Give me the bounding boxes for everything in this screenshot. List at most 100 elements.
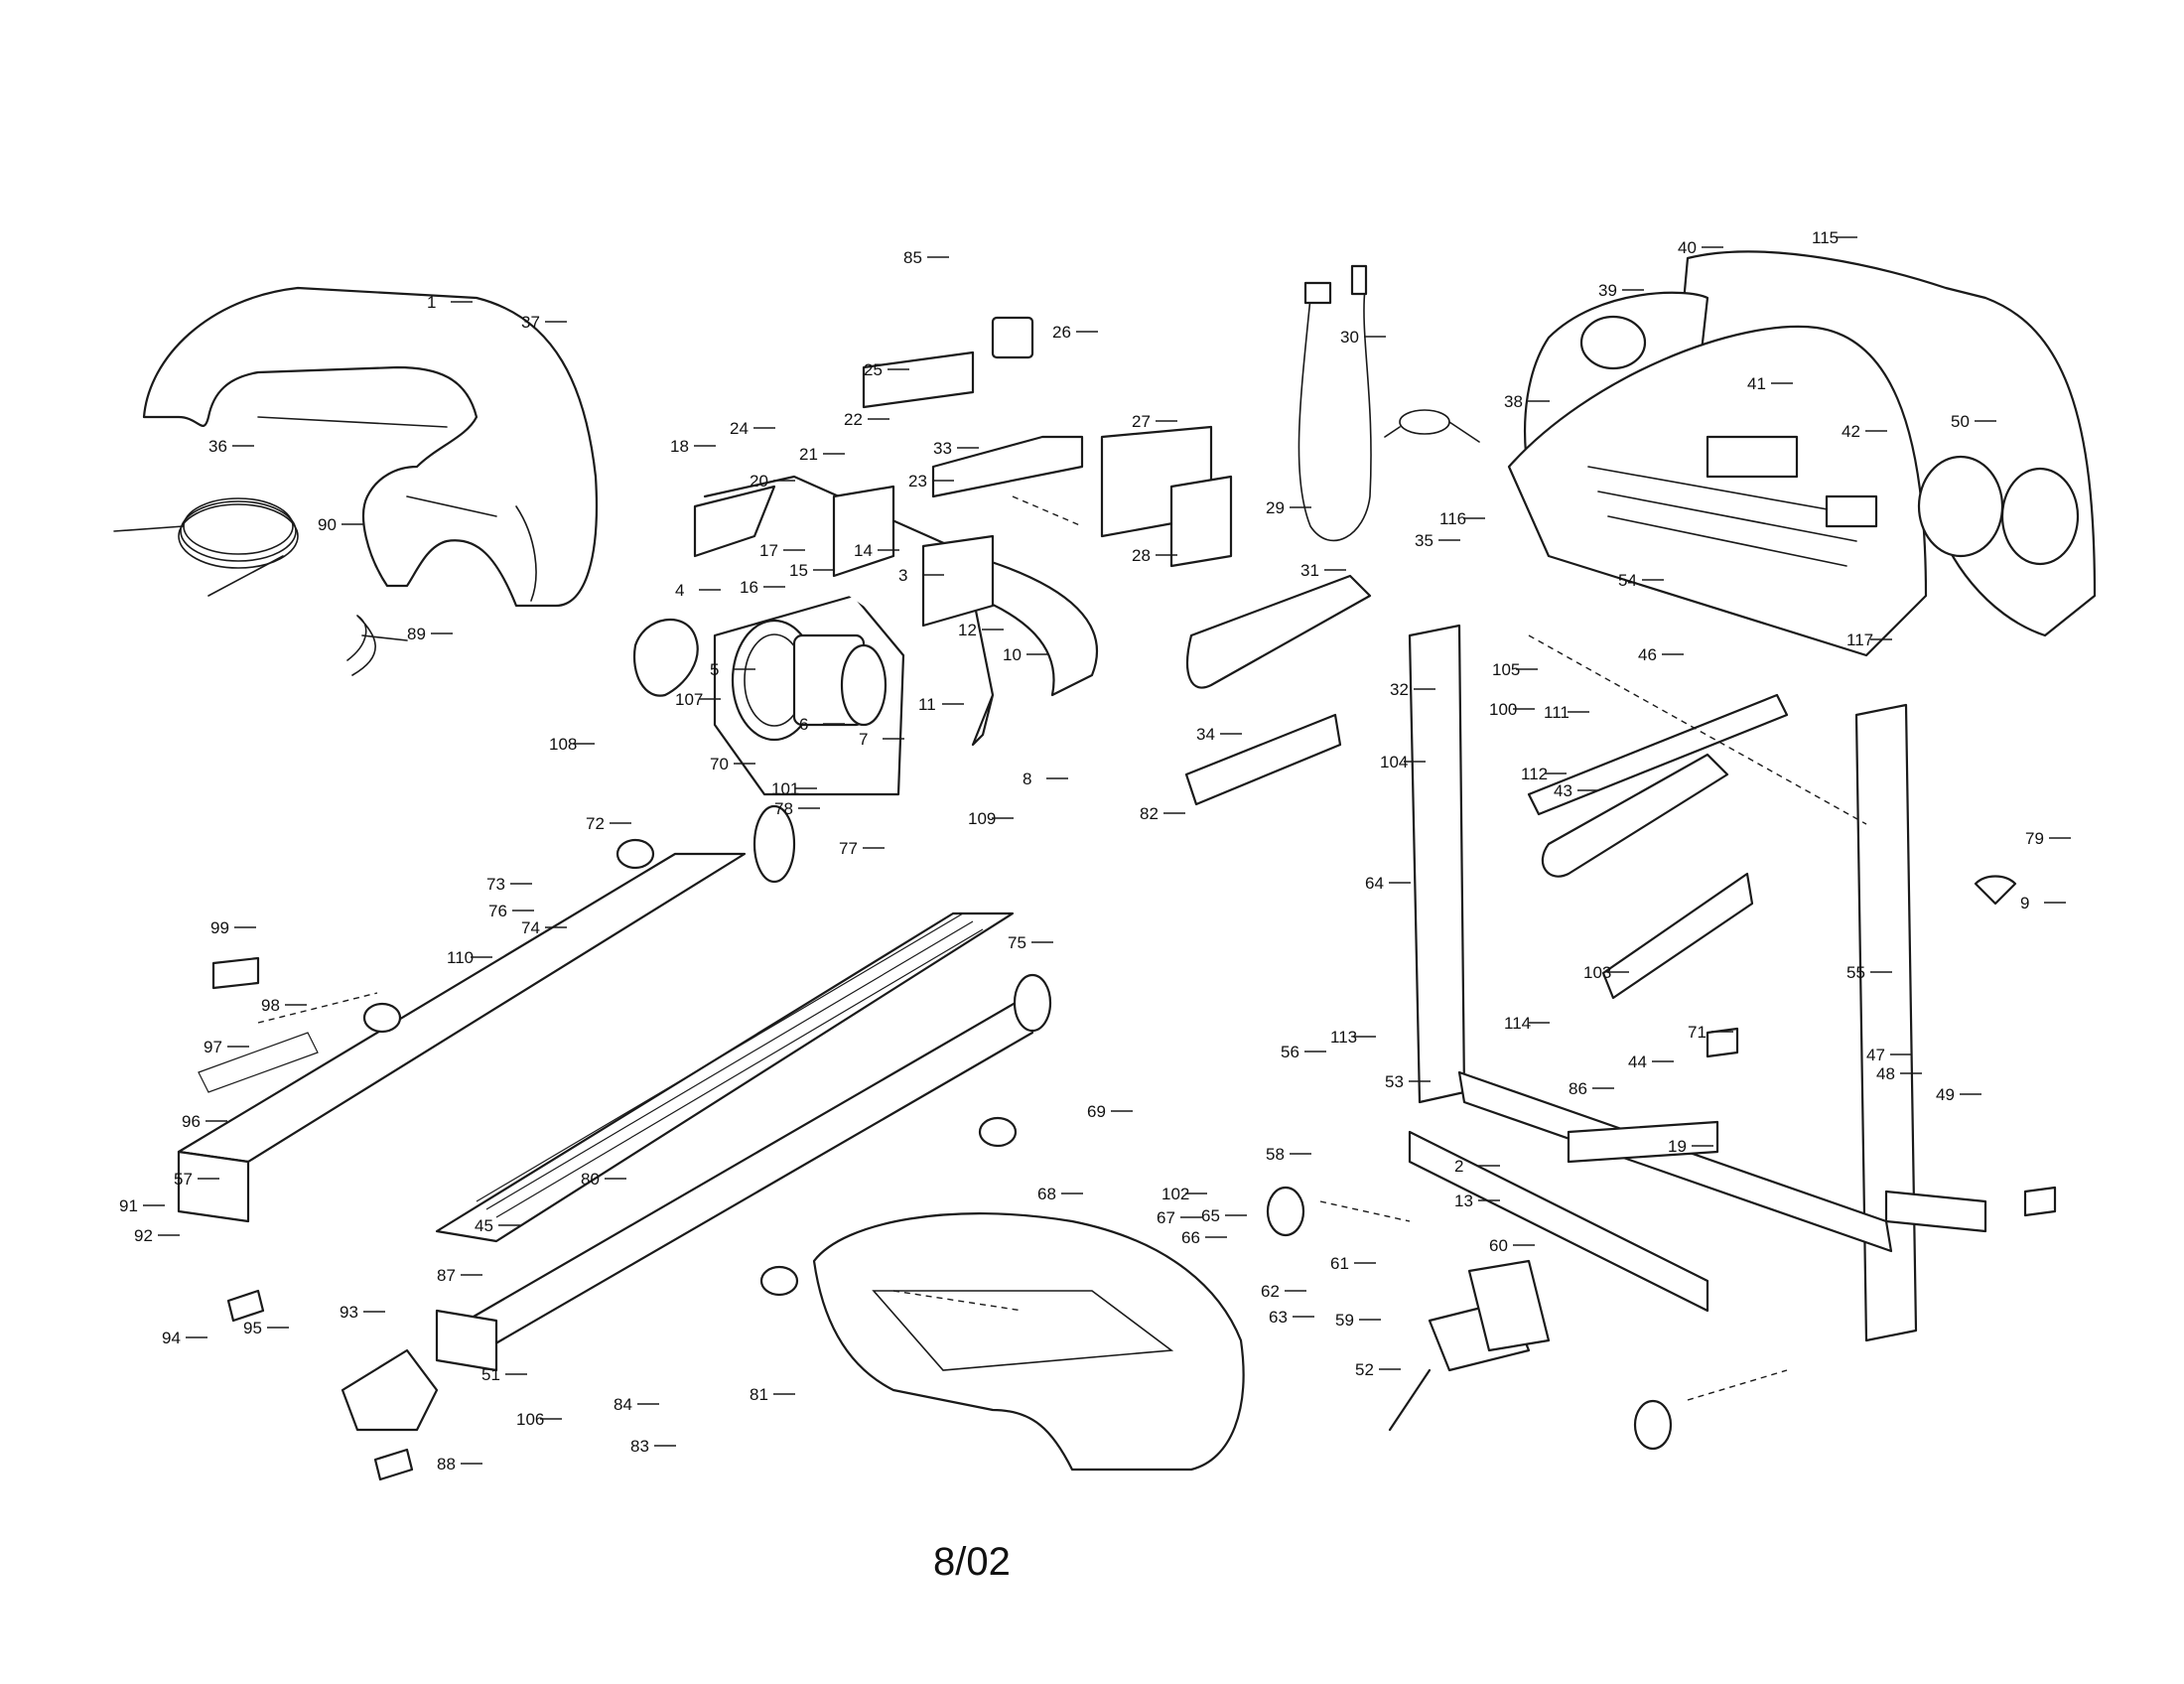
callout-54: 54 [1618, 571, 1637, 590]
callout-15: 15 [789, 561, 808, 580]
callout-45: 45 [475, 1216, 493, 1235]
callout-30: 30 [1340, 328, 1359, 347]
callout-57: 57 [174, 1170, 193, 1189]
callout-11: 11 [918, 695, 936, 714]
callout-83: 83 [630, 1437, 649, 1456]
callout-66: 66 [1181, 1228, 1200, 1247]
assembly-guide-lines [257, 495, 1867, 1401]
callout-49: 49 [1936, 1085, 1955, 1104]
callout-76: 76 [488, 902, 507, 920]
callout-56: 56 [1281, 1043, 1299, 1061]
small-parts [198, 838, 2057, 1481]
callout-80: 80 [581, 1170, 600, 1189]
callout-20: 20 [750, 472, 768, 491]
callout-78: 78 [774, 799, 793, 818]
callout-22: 22 [844, 410, 863, 429]
callout-46: 46 [1638, 645, 1657, 664]
callout-47: 47 [1866, 1046, 1885, 1064]
callout-29: 29 [1266, 498, 1285, 517]
base-shroud [812, 1212, 1245, 1472]
callout-27: 27 [1132, 412, 1151, 431]
callout-94: 94 [162, 1329, 181, 1347]
console-assembly [1507, 250, 2097, 657]
callout-92: 92 [134, 1226, 153, 1245]
callout-48: 48 [1876, 1064, 1895, 1083]
footer-date: 8/02 [933, 1540, 1011, 1584]
callout-32: 32 [1390, 680, 1409, 699]
handrails [1184, 574, 1789, 1000]
callout-74: 74 [521, 918, 540, 937]
callout-53: 53 [1385, 1072, 1404, 1091]
callout-33: 33 [933, 439, 952, 458]
callout-10: 10 [1003, 645, 1022, 664]
callout-81: 81 [750, 1385, 768, 1404]
callout-1: 1 [427, 293, 436, 312]
wire-harness-85 [1384, 409, 1480, 443]
callout-82: 82 [1140, 804, 1159, 823]
callout-62: 62 [1261, 1282, 1280, 1301]
callout-110: 110 [447, 948, 474, 967]
callout-99: 99 [210, 918, 229, 937]
callout-14: 14 [854, 541, 873, 560]
motor-hood [142, 286, 599, 608]
callout-98: 98 [261, 996, 280, 1015]
wheels [1266, 1186, 1673, 1451]
callout-79: 79 [2025, 829, 2044, 848]
callout-8: 8 [1023, 770, 1031, 788]
callout-4: 4 [675, 581, 684, 600]
callout-89: 89 [407, 625, 426, 643]
callout-6: 6 [799, 715, 808, 734]
callout-87: 87 [437, 1266, 456, 1285]
callout-25: 25 [864, 360, 883, 379]
callout-21: 21 [799, 445, 818, 464]
callout-68: 68 [1037, 1185, 1056, 1203]
callout-64: 64 [1365, 874, 1384, 893]
callout-114: 114 [1504, 1014, 1531, 1033]
callout-9: 9 [2020, 894, 2029, 912]
callout-37: 37 [521, 313, 540, 332]
callout-31: 31 [1300, 561, 1319, 580]
callout-84: 84 [614, 1395, 632, 1414]
callout-73: 73 [486, 875, 505, 894]
callout-88: 88 [437, 1455, 456, 1474]
callout-55: 55 [1846, 963, 1865, 982]
callout-7: 7 [859, 730, 868, 749]
callout-115: 115 [1812, 228, 1839, 247]
incline-motor [1388, 1259, 1551, 1432]
callout-113: 113 [1330, 1028, 1357, 1047]
callout-102: 102 [1161, 1185, 1189, 1203]
callout-23: 23 [908, 472, 927, 491]
callout-60: 60 [1489, 1236, 1508, 1255]
callout-16: 16 [740, 578, 758, 597]
callout-44: 44 [1628, 1052, 1647, 1071]
callout-85: 85 [903, 248, 922, 267]
upright-frame [1408, 624, 1987, 1342]
callout-34: 34 [1196, 725, 1215, 744]
callout-61: 61 [1330, 1254, 1349, 1273]
callout-17: 17 [759, 541, 778, 560]
callout-59: 59 [1335, 1311, 1354, 1330]
callout-28: 28 [1132, 546, 1151, 565]
callout-71: 71 [1688, 1023, 1706, 1042]
callout-24: 24 [730, 419, 749, 438]
callout-112: 112 [1521, 765, 1548, 783]
callout-2: 2 [1454, 1157, 1463, 1176]
callout-65: 65 [1201, 1206, 1220, 1225]
callout-97: 97 [204, 1038, 222, 1056]
callout-36: 36 [208, 437, 227, 456]
callout-38: 38 [1504, 392, 1523, 411]
wire-harness-89 [346, 615, 408, 676]
callout-50: 50 [1951, 412, 1970, 431]
callout-105: 105 [1492, 660, 1520, 679]
callout-103: 103 [1583, 963, 1611, 982]
drive-belt [632, 618, 699, 697]
callout-95: 95 [243, 1319, 262, 1337]
callout-3: 3 [898, 566, 907, 585]
callout-18: 18 [670, 437, 689, 456]
power-cord [113, 497, 299, 597]
callout-107: 107 [675, 690, 703, 709]
callout-104: 104 [1380, 753, 1408, 772]
safety-strap [1297, 264, 1372, 542]
callout-70: 70 [710, 755, 729, 773]
